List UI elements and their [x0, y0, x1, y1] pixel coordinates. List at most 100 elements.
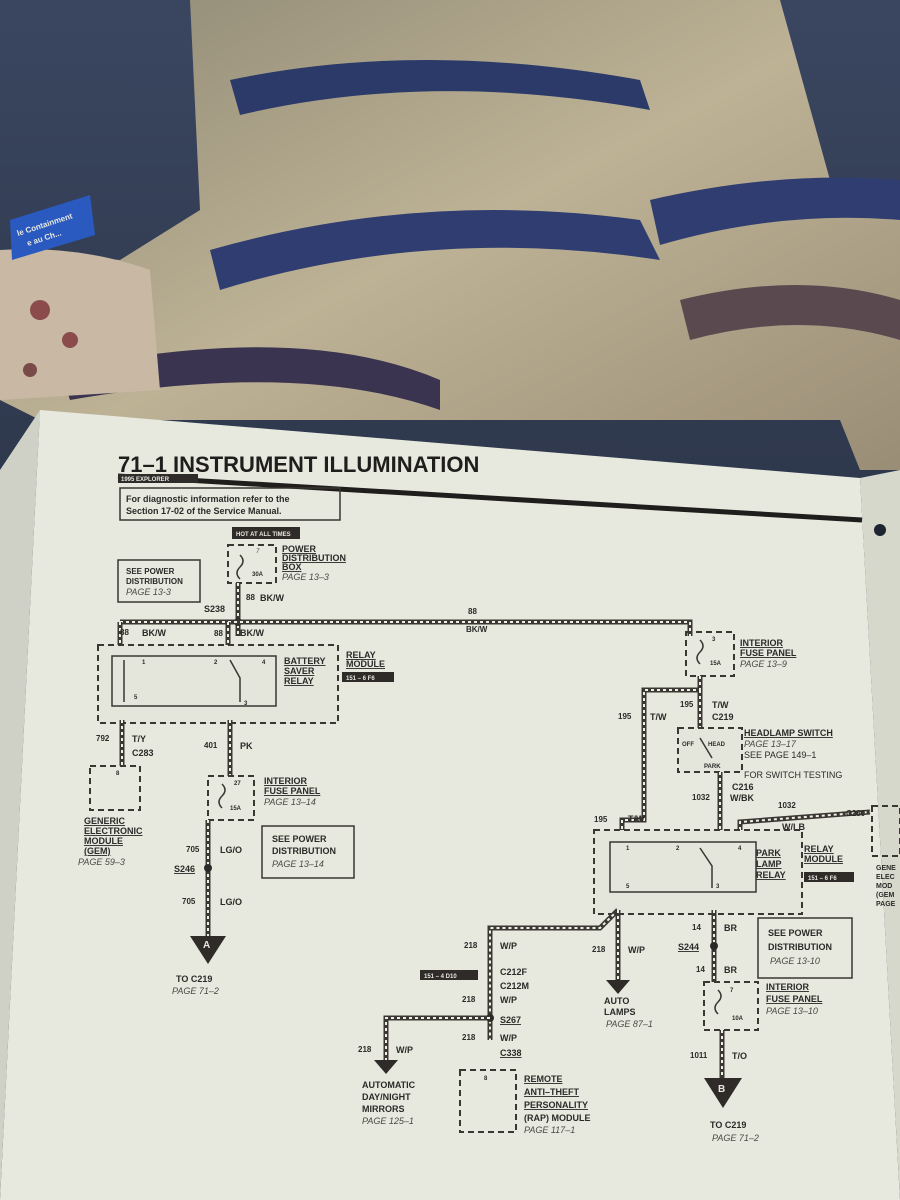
plr-label-1: PARK: [756, 848, 781, 858]
ifp-c-page: PAGE 13–10: [766, 1006, 818, 1016]
gem-pin-8: 8: [116, 771, 120, 777]
auto-lamps-page: PAGE 87–1: [606, 1019, 653, 1029]
wp-label-b: W/P: [500, 941, 517, 951]
bsr-pin-5: 5: [134, 695, 138, 701]
ifp-b-page: PAGE 13–9: [740, 659, 787, 669]
rap-label-4: (RAP) MODULE: [524, 1113, 591, 1123]
splice-s246: S246: [174, 864, 195, 874]
rap-pin-8: 8: [484, 1076, 488, 1082]
wire-88-label-a: 88: [246, 593, 255, 602]
wire-88-label-c: 88: [120, 628, 129, 637]
wlb-label: W/LB: [782, 822, 805, 832]
hs-testing: FOR SWITCH TESTING: [744, 770, 842, 780]
spd2-line-2: DISTRIBUTION: [272, 846, 336, 856]
fuse-7-label: 7: [256, 549, 260, 555]
bsr-pin-4: 4: [262, 660, 266, 666]
diagnostic-note-box: [119, 487, 341, 521]
code-151-6f6-a: 151 – 6 F6: [346, 676, 375, 682]
wire-195-label-c: 195: [594, 815, 608, 824]
wire-218-label-c: 218: [462, 995, 476, 1004]
ifp-b-label-2: FUSE PANEL: [740, 648, 797, 658]
see-power-distribution-box-1: [117, 559, 201, 603]
paper-sheet: [0, 410, 900, 1200]
wire-14-label-b: 14: [696, 965, 705, 974]
spd3-line-1: SEE POWER: [768, 928, 823, 938]
wire-218-label-d: 218: [358, 1045, 372, 1054]
fuse-10a-label: 10A: [732, 1016, 744, 1022]
interior-fuse-panel-3: [685, 631, 735, 677]
adn-label-1: AUTOMATIC: [362, 1080, 416, 1090]
spd2-line-1: SEE POWER: [272, 834, 327, 844]
headlamp-switch: [677, 727, 743, 773]
gem-label-4: (GEM): [84, 846, 111, 856]
wire-705-label-b: 705: [182, 897, 196, 906]
headlamp-switch-label: HEADLAMP SWITCH: [744, 728, 833, 738]
lgo-label-b: LG/O: [220, 897, 242, 907]
spd3-line-2: DISTRIBUTION: [768, 942, 832, 952]
connector-c216: C216: [732, 782, 754, 792]
wire-705-label-a: 705: [186, 845, 200, 854]
ifp-b-label-1: INTERIOR: [740, 638, 784, 648]
wbk-label: W/BK: [730, 793, 754, 803]
spd1-page: PAGE 13-3: [126, 587, 171, 597]
connector-a-arrow: [190, 936, 226, 964]
splice-s238: S238: [204, 604, 225, 614]
gem-cut-4: (GEM: [876, 892, 894, 899]
mirrors-arrow: [374, 1060, 398, 1074]
plr-pin-5: 5: [626, 884, 630, 890]
tw-label-c: T/W: [628, 814, 645, 824]
ifp-c-label-2: FUSE PANEL: [766, 994, 823, 1004]
fuse-27-label: 27: [234, 781, 241, 787]
pdb-label-1: POWER: [282, 544, 317, 554]
pk-label: PK: [240, 741, 253, 751]
hot-at-all-times-text: HOT AT ALL TIMES: [236, 532, 291, 538]
wp-label-e: W/P: [500, 1033, 517, 1043]
pdb-page: PAGE 13–3: [282, 572, 329, 582]
splice-s246-dot: [204, 864, 212, 872]
connector-c338: C338: [500, 1048, 522, 1058]
gem-label-1: GENERIC: [84, 816, 126, 826]
code-151-6f6-b: 151 – 6 F6: [808, 876, 837, 882]
adn-page: PAGE 125–1: [362, 1116, 414, 1126]
wp-label-a: W/P: [628, 945, 645, 955]
to-c219-a-page: PAGE 71–2: [172, 986, 219, 996]
relay-contact: [229, 659, 241, 702]
connector-b-label: B: [718, 1084, 725, 1095]
interior-fuse-panel-27: [207, 775, 255, 821]
wire-1032-label-b: 1032: [778, 801, 796, 810]
fuse-7-label-b: 7: [730, 988, 734, 994]
wire-792-label: 792: [96, 734, 110, 743]
plr-label-3: RELAY: [756, 870, 786, 880]
diagnostic-note-line-1: For diagnostic information refer to the: [126, 494, 290, 504]
rap-label-2: ANTI–THEFT: [524, 1087, 580, 1097]
wire-88-label-d: 88: [214, 629, 223, 638]
connector-c283: C283: [132, 748, 154, 758]
ifp-a-label-1: INTERIOR: [264, 776, 308, 786]
gem-cut-5: PAGE: [876, 901, 896, 908]
ifp-a-page: PAGE 13–14: [264, 797, 316, 807]
sw-head-label: HEAD: [708, 742, 726, 748]
bsr-label-2: SAVER: [284, 666, 315, 676]
wire-1032-label-a: 1032: [692, 793, 710, 802]
wire-218-label-a: 218: [592, 945, 606, 954]
hs-see-page: SEE PAGE 149–1: [744, 750, 816, 760]
gem-cut-3: MOD: [876, 883, 892, 890]
wire-88-label-b: 88: [468, 607, 477, 616]
gem-cut-2: ELEC: [876, 874, 895, 881]
battery-saver-relay: [111, 655, 277, 707]
wire-218-label-e: 218: [462, 1033, 476, 1042]
adn-label-2: DAY/NIGHT: [362, 1092, 411, 1102]
sw-off-label: OFF: [682, 742, 694, 748]
power-distribution-box: [227, 544, 277, 584]
fuse-symbol: [236, 554, 244, 580]
splice-s244: S244: [678, 942, 699, 952]
plr-pin-4: 4: [738, 846, 742, 852]
wire-195-label-a: 195: [618, 712, 632, 721]
tw-label-a: T/W: [650, 712, 667, 722]
fuse-3-label: 3: [712, 637, 716, 643]
ifp-c-label-1: INTERIOR: [766, 982, 810, 992]
bsr-label-3: RELAY: [284, 676, 314, 686]
splice-s244-dot: [710, 942, 718, 950]
wp-label-c: W/P: [500, 995, 517, 1005]
